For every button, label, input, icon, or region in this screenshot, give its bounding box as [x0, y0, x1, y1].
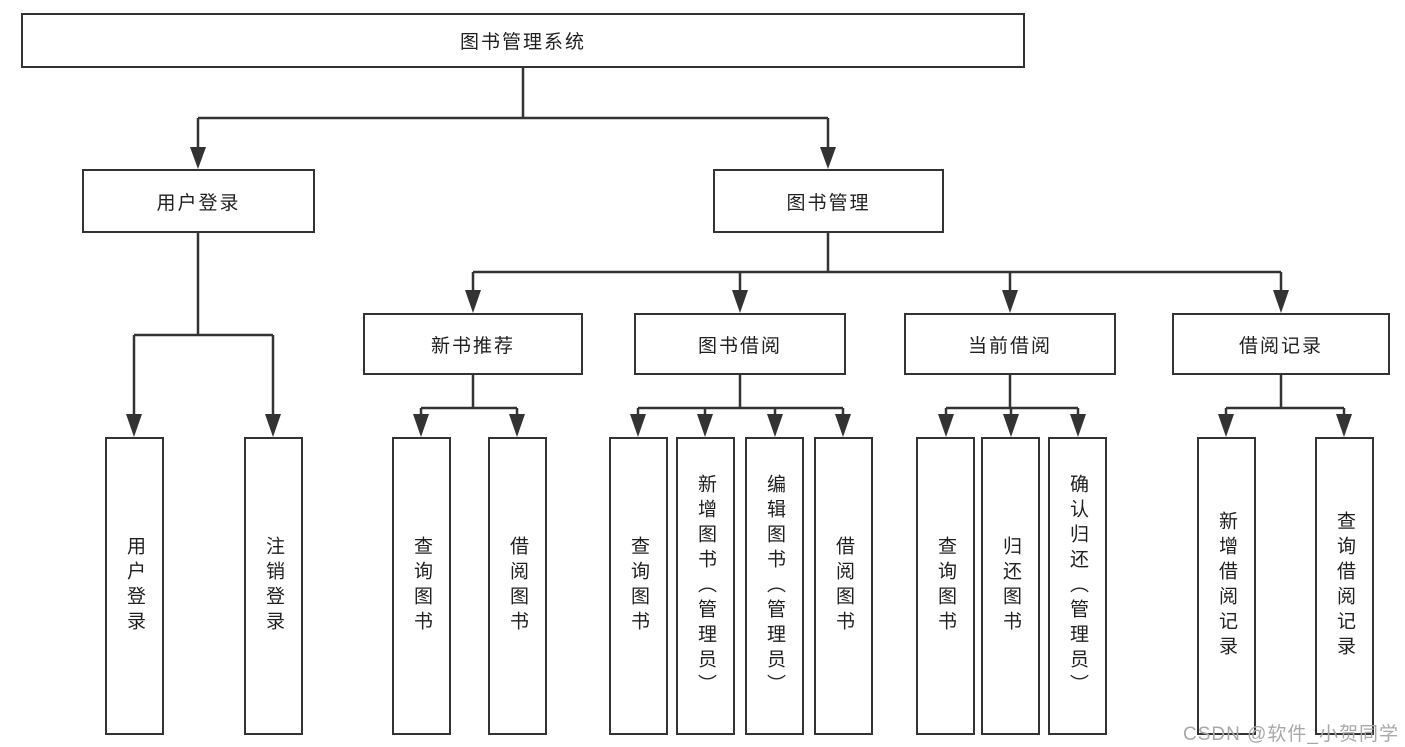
leaf-user-login: 用户登录 — [105, 437, 164, 735]
leaf-query-borrow-record: 查询借阅记录 — [1315, 437, 1374, 735]
node-root-system: 图书管理系统 — [21, 13, 1025, 68]
node-borrowing-records-label: 借阅记录 — [1238, 335, 1323, 357]
node-current-borrowing-label: 当前借阅 — [967, 335, 1052, 357]
leaf-add-book-label: 新增图书（管理员） — [695, 473, 716, 699]
edge-root-to-level2 — [196, 68, 830, 149]
arrowheads-level2 — [190, 147, 836, 169]
arrowheads-level3 — [465, 290, 1289, 313]
node-root-label: 图书管理系统 — [459, 32, 586, 53]
node-new-book-recommend: 新书推荐 — [363, 313, 583, 375]
arrowheads-book-borrow — [630, 414, 851, 437]
edge-book-borrow-to-leaves — [636, 375, 845, 416]
node-book-borrowing: 图书借阅 — [634, 313, 846, 375]
leaf-logout-label: 注销登录 — [263, 536, 284, 636]
edge-borrow-records-to-leaves — [1224, 375, 1346, 416]
leaf-query-book-under-new-book: 查询图书 — [392, 437, 451, 735]
leaf-query-book-2-label: 查询图书 — [628, 536, 649, 636]
leaf-edit-book-label: 编辑图书（管理员） — [764, 473, 785, 699]
leaf-confirm-return-admin: 确认归还（管理员） — [1048, 437, 1107, 735]
node-book-borrowing-label: 图书借阅 — [697, 335, 782, 357]
node-new-book-recommend-label: 新书推荐 — [430, 335, 515, 357]
leaf-query-record-label: 查询借阅记录 — [1334, 511, 1355, 661]
leaf-borrow-book-1-label: 借阅图书 — [507, 536, 528, 636]
leaf-query-book-1-label: 查询图书 — [411, 536, 432, 636]
leaf-user-login-label: 用户登录 — [124, 536, 145, 636]
arrowheads-user-login — [126, 414, 281, 437]
node-book-management: 图书管理 — [713, 169, 944, 233]
leaf-edit-book-admin: 编辑图书（管理员） — [745, 437, 804, 735]
leaf-add-book-admin: 新增图书（管理员） — [676, 437, 735, 735]
edge-book-mgmt-to-level3 — [471, 233, 1283, 292]
leaf-confirm-return-label: 确认归还（管理员） — [1067, 473, 1088, 699]
leaf-borrow-book-2-label: 借阅图书 — [833, 536, 854, 636]
node-user-login-label: 用户登录 — [156, 192, 241, 214]
leaf-query-book-3-label: 查询图书 — [935, 536, 956, 636]
leaf-return-book: 归还图书 — [981, 437, 1040, 735]
leaf-return-book-label: 归还图书 — [1000, 536, 1021, 636]
leaf-query-book-under-book-borrow: 查询图书 — [609, 437, 668, 735]
leaf-query-book-under-current-borrow: 查询图书 — [916, 437, 975, 735]
node-current-borrowing: 当前借阅 — [904, 313, 1116, 375]
arrowheads-new-book — [413, 414, 525, 437]
leaf-add-borrow-record: 新增借阅记录 — [1197, 437, 1256, 735]
leaf-add-record-label: 新增借阅记录 — [1216, 511, 1237, 661]
node-user-login: 用户登录 — [82, 169, 315, 233]
leaf-logout: 注销登录 — [244, 437, 303, 735]
leaf-borrow-book-under-new-book: 借阅图书 — [488, 437, 547, 735]
node-book-management-label: 图书管理 — [786, 192, 871, 214]
edge-user-login-to-leaves — [132, 233, 275, 416]
arrowheads-current-borrow — [938, 414, 1086, 437]
edge-new-book-to-leaves — [419, 375, 519, 416]
leaf-borrow-book-under-book-borrow: 借阅图书 — [814, 437, 873, 735]
node-borrowing-records: 借阅记录 — [1172, 313, 1390, 375]
csdn-watermark: CSDN @软件_小贺同学 — [1183, 724, 1399, 745]
edge-current-borrow-to-leaves — [944, 375, 1080, 416]
arrowheads-borrow-records — [1218, 414, 1352, 437]
